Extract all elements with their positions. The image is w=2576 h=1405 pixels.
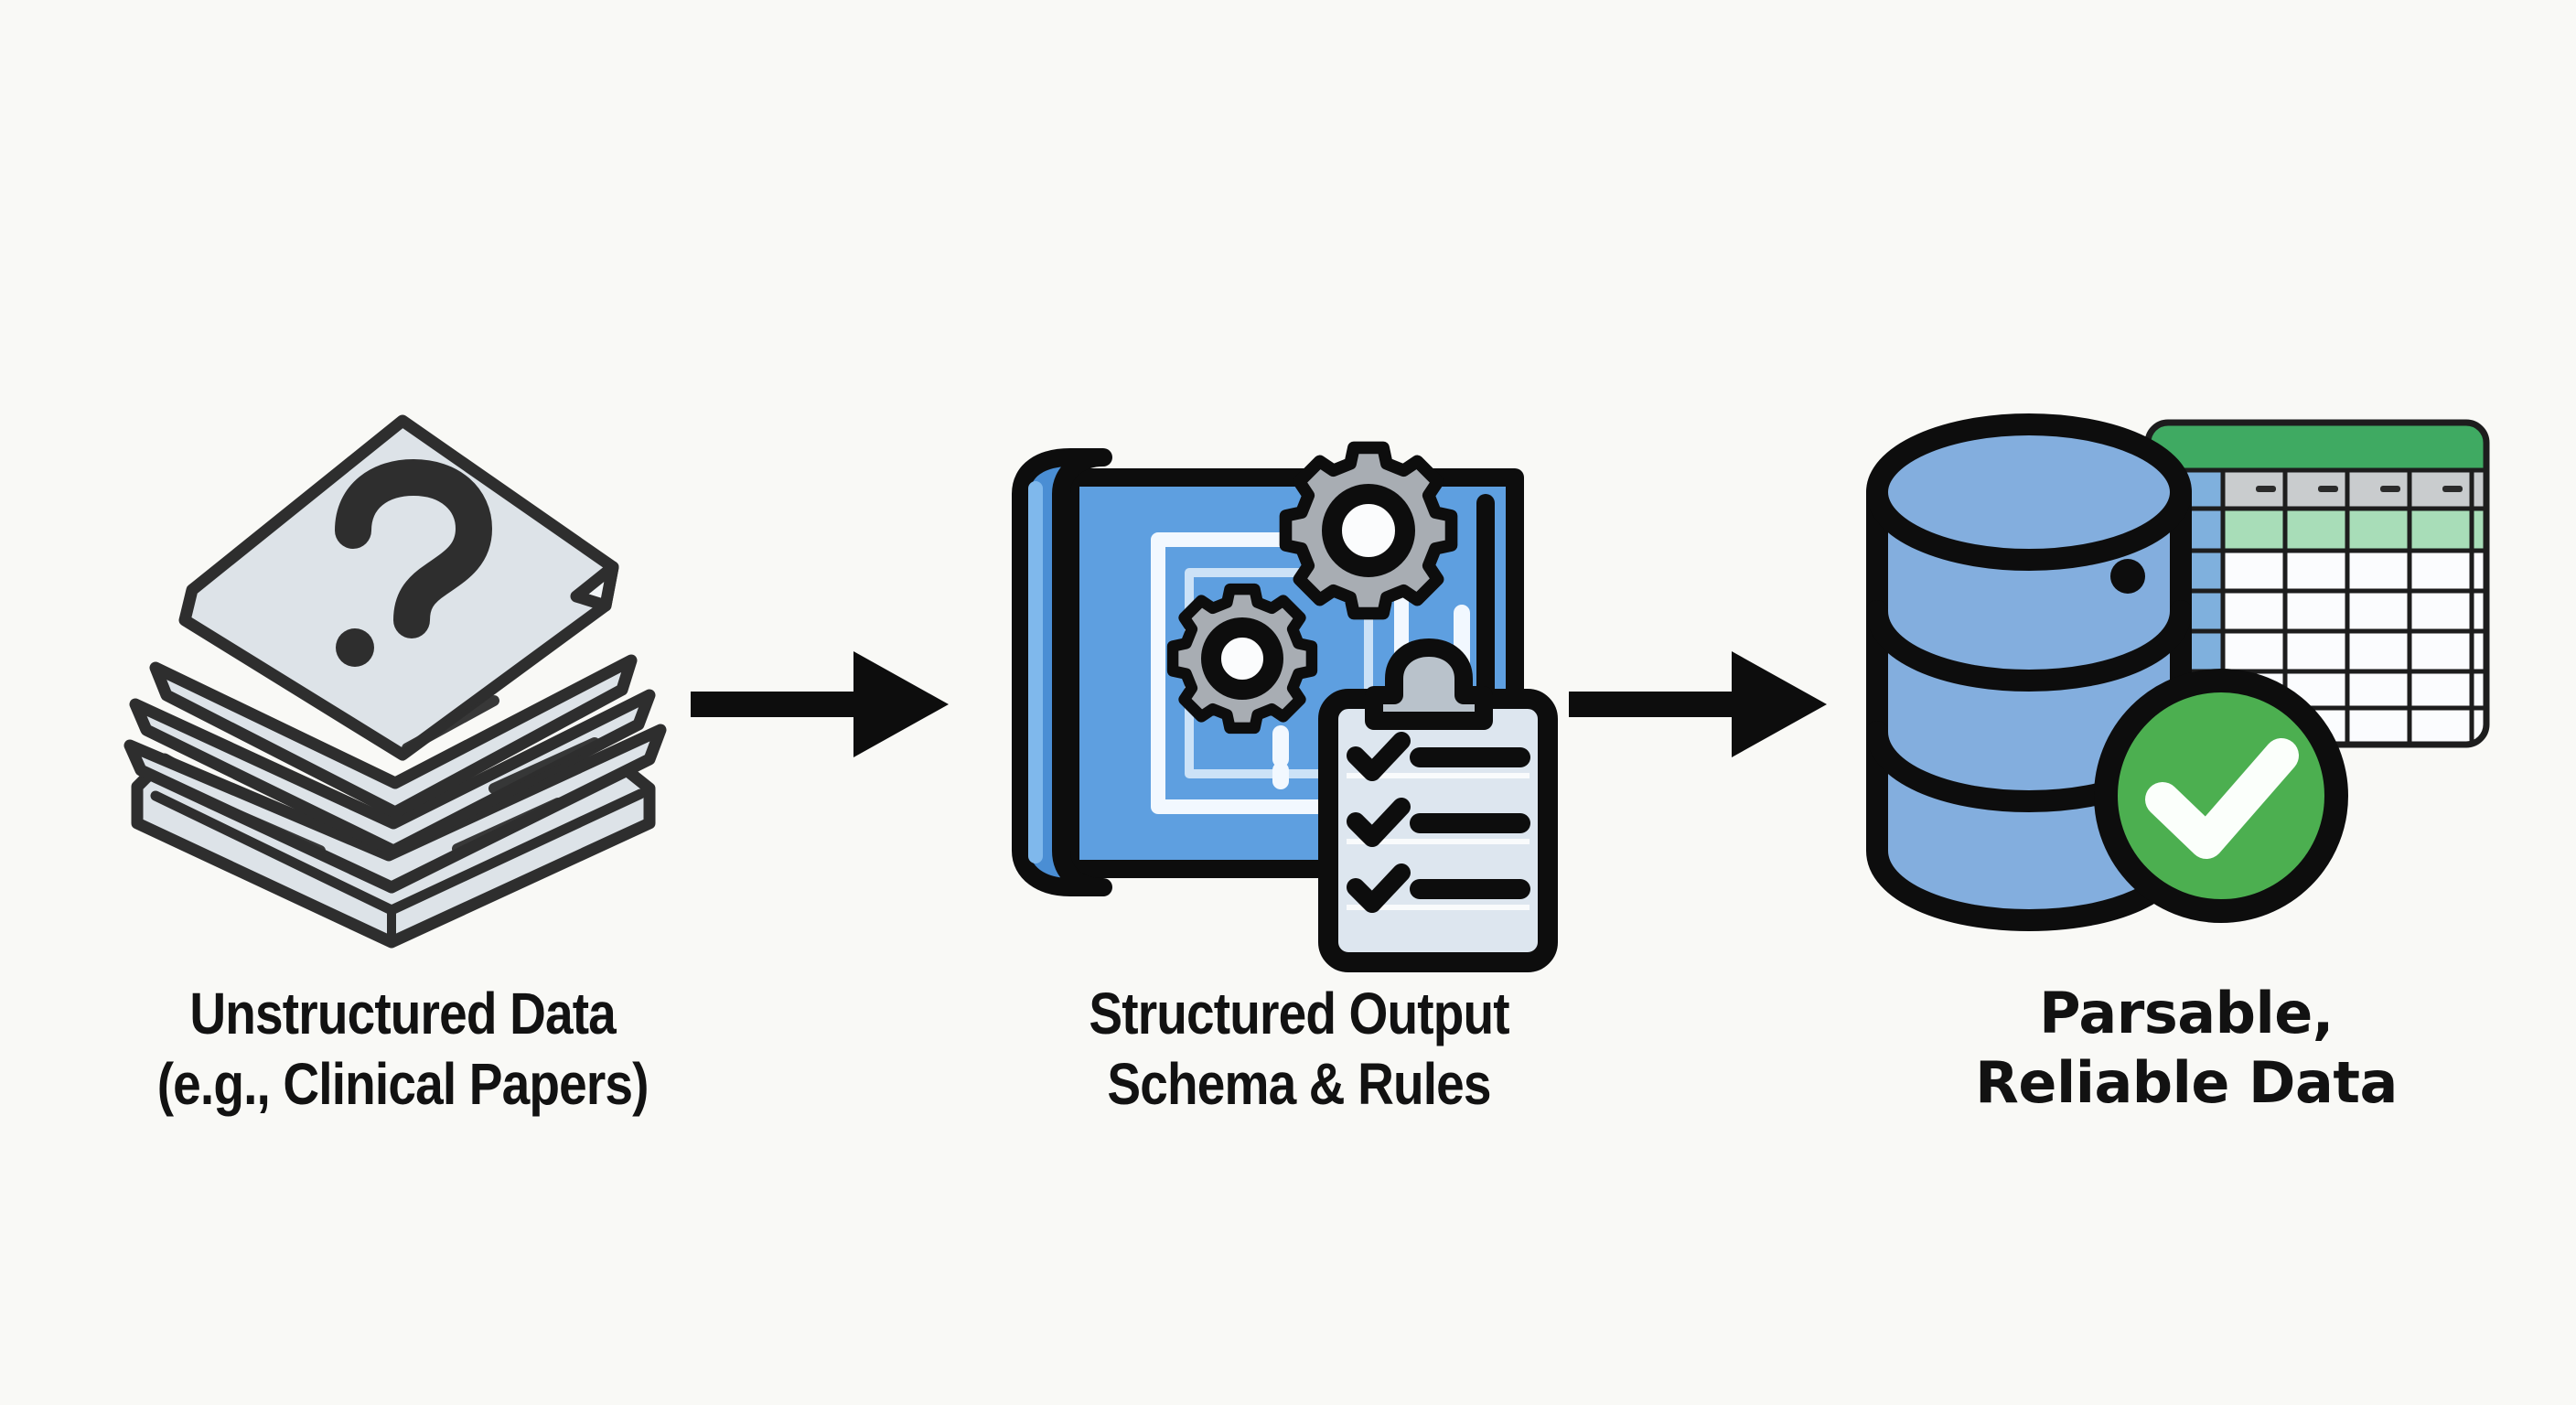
- stage-unstructured-label-line2: (e.g., Clinical Papers): [156, 1050, 649, 1117]
- clipboard-check-2: [1347, 798, 1411, 847]
- arrow-1-svg: [691, 651, 949, 757]
- clipboard-check-3: [1347, 863, 1411, 913]
- arrow-right-icon-2: [1560, 640, 1834, 773]
- table-title-bar: [2148, 423, 2486, 470]
- paper-line-3: [488, 737, 600, 794]
- schema-icon-svg: [1012, 441, 1558, 972]
- paper-sheet-third: [129, 689, 656, 857]
- stage-parsable-label: Parsable, Reliable Data: [1975, 979, 2398, 1117]
- gear-small-icon: [1166, 583, 1318, 735]
- stage-unstructured-data: Unstructured Data (e.g., Clinical Papers…: [37, 393, 768, 1120]
- stage-structured-label-line2: Schema & Rules: [1107, 1050, 1491, 1117]
- paper-line-4: [402, 695, 499, 754]
- stage-parsable-label-line2: Reliable Data: [1975, 1048, 2398, 1116]
- arrow-right-icon-1: [682, 640, 956, 773]
- stage-unstructured-label: Unstructured Data (e.g., Clinical Papers…: [157, 979, 649, 1120]
- database-indicator-dot: [2110, 559, 2145, 594]
- clipboard-check-1: [1347, 732, 1411, 781]
- check-badge-checkmark: [2145, 738, 2299, 859]
- paper-line-1: [205, 798, 326, 856]
- arrow-2-svg: [1569, 651, 1827, 757]
- check-badge-circle: [2094, 669, 2348, 923]
- stage-unstructured-label-line1: Unstructured Data: [189, 981, 616, 1046]
- stage-parsable-label-line1: Parsable,: [2039, 980, 2334, 1046]
- stage-structured-label-line1: Structured Output: [1089, 981, 1509, 1046]
- paper-stack-with-question-mark-icon: [101, 393, 704, 979]
- arrow-1-shape: [691, 651, 949, 757]
- arrow-2-shape: [1569, 651, 1827, 757]
- database-top: [1866, 413, 2192, 571]
- gear-large-icon: [1279, 441, 1458, 620]
- paper-sheet-second: [149, 654, 638, 819]
- paper-stack-svg: [123, 414, 667, 949]
- clipboard-checklist-icon: [1318, 638, 1558, 972]
- output-icon-svg: [1866, 413, 2490, 931]
- blueprint-gears-clipboard-icon: [1006, 393, 1592, 979]
- green-check-badge-icon: [2094, 669, 2348, 923]
- stage-parsable-data: Parsable, Reliable Data: [1820, 393, 2552, 1117]
- question-mark-icon: [335, 459, 492, 667]
- table-header-dashes: [2256, 486, 2463, 492]
- stage-structured-output: Structured Output Schema & Rules: [942, 393, 1656, 1120]
- stage-structured-label: Structured Output Schema & Rules: [1089, 979, 1509, 1120]
- database-band-1: [1866, 600, 2192, 692]
- paper-line-2: [452, 798, 564, 854]
- clipboard-clip: [1365, 638, 1493, 730]
- database-table-check-icon: [1857, 393, 2516, 979]
- paper-fold-corner: [570, 561, 619, 612]
